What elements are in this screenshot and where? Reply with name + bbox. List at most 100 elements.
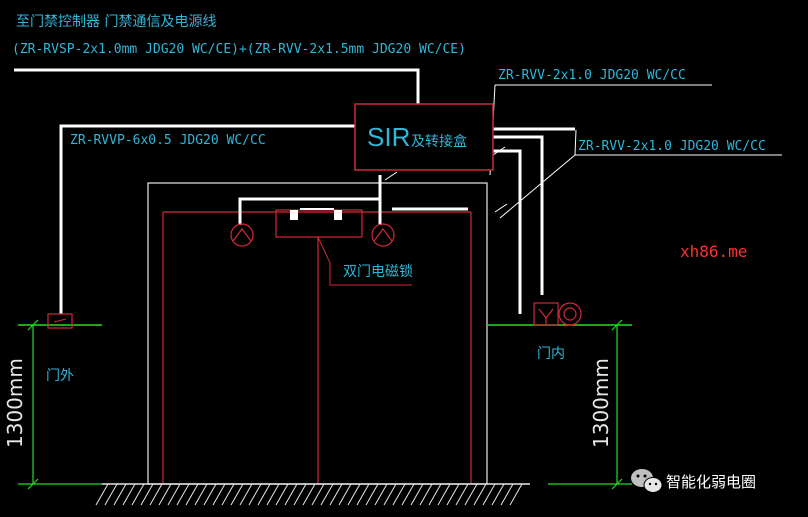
lock-symbol-left-mark: [232, 228, 252, 242]
magnetic-lock: 双门电磁锁: [275, 208, 413, 286]
height-dimension-right: 1300mm: [589, 358, 613, 448]
hatch-line: [131, 483, 145, 506]
dim-left-tick-bottom: [27, 478, 39, 490]
mag-lock-label: 双门电磁锁: [343, 264, 413, 280]
outside-label: 门外: [46, 368, 74, 384]
hatch-line: [365, 483, 379, 506]
cable-label-rvv-right: ZR-RVV-2x1.0 JDG20 WC/CC: [578, 139, 766, 154]
hatch-line: [239, 483, 253, 506]
cable-label-rvv-upper: ZR-RVV-2x1.0 JDG20 WC/CC: [498, 68, 686, 83]
hatch-line: [320, 483, 334, 506]
hatch-line: [212, 483, 226, 506]
slash-mark-3: [384, 171, 398, 181]
cable-label-rvvp: ZR-RVVP-6x0.5 JDG20 WC/CC: [70, 133, 266, 148]
dim-right-tick-top: [611, 319, 623, 331]
hatch-line: [356, 483, 370, 506]
floor-hatch: [95, 483, 523, 506]
outside-reader-body: [47, 313, 73, 329]
hatch-line: [500, 483, 514, 506]
cable-to-outside-reader: [59, 124, 355, 314]
hatch-line: [491, 483, 505, 506]
lock-symbol-left-circle: [230, 223, 254, 247]
slash-mark-1: [494, 203, 508, 213]
outside-reader-mark: [53, 318, 67, 323]
cable-slash-marks: [384, 146, 508, 213]
hatch-line: [347, 483, 361, 506]
mag-lock-contact-left: [290, 210, 298, 220]
hatch-line: [104, 483, 118, 506]
lock-symbol-right: [371, 223, 395, 247]
exit-button-inner: [563, 307, 577, 321]
hatch-line: [482, 483, 496, 506]
hatch-line: [455, 483, 469, 506]
chat-bubbles-icon: [631, 469, 663, 493]
hatch-line: [185, 483, 199, 506]
title-line-1: 至门禁控制器 门禁通信及电源线: [16, 14, 216, 30]
hatch-line: [311, 483, 325, 506]
floor: [95, 483, 530, 506]
cable-junction-to-exit-button: [493, 135, 544, 295]
slash-mark-2: [492, 146, 506, 156]
hatch-line: [410, 483, 424, 506]
hatch-line: [176, 483, 190, 506]
cable-runs: [14, 68, 575, 314]
hatch-line: [419, 483, 433, 506]
mag-lock-contact-right: [334, 210, 342, 220]
hatch-line: [194, 483, 208, 506]
dimension-left: [18, 319, 102, 490]
outside-card-reader: [47, 313, 73, 329]
hatch-line: [230, 483, 244, 506]
hatch-line: [473, 483, 487, 506]
hatch-line: [329, 483, 343, 506]
hatch-line: [338, 483, 352, 506]
hatch-line: [428, 483, 442, 506]
hatch-line: [464, 483, 478, 506]
label-leaders: [489, 84, 782, 219]
exit-button: [558, 302, 582, 326]
hatch-line: [221, 483, 235, 506]
hatch-line: [284, 483, 298, 506]
hatch-line: [122, 483, 136, 506]
hatch-line: [95, 483, 109, 506]
inside-label: 门内: [537, 346, 565, 362]
hatch-line: [401, 483, 415, 506]
leader-rvv-right-stem: [574, 129, 577, 156]
dimension-right: [548, 319, 632, 490]
junction-box-outline: [354, 103, 494, 171]
title-line-2: (ZR-RVSP-2x1.0mm JDG20 WC/CE)+(ZR-RVV-2x…: [12, 42, 466, 57]
mag-lock-body: [275, 209, 363, 238]
dim-left-tick-top: [27, 319, 39, 331]
lock-symbol-right-circle: [371, 223, 395, 247]
sir-junction-box: SIR 及转接盒: [354, 103, 494, 171]
height-dimension-left: 1300mm: [3, 358, 27, 448]
door-frame: [147, 182, 488, 485]
exit-button-outer: [558, 302, 582, 326]
hatch-line: [140, 483, 154, 506]
hatch-line: [248, 483, 262, 506]
hatch-line: [374, 483, 388, 506]
hatch-line: [446, 483, 460, 506]
brand-text: 智能化弱电圈: [666, 473, 756, 491]
hatch-line: [113, 483, 127, 506]
lock-symbol-right-mark: [373, 228, 393, 242]
hatch-line: [302, 483, 316, 506]
lock-symbol-left: [230, 223, 254, 247]
hatch-line: [257, 483, 271, 506]
hatch-line: [266, 483, 280, 506]
watermark-text: xh86.me: [680, 242, 747, 261]
brand-badge: 智能化弱电圈: [631, 469, 756, 493]
cable-from-controller: [14, 68, 420, 104]
leader-rvv-right-diag: [499, 154, 576, 219]
inside-card-reader: [533, 302, 559, 326]
hatch-line: [293, 483, 307, 506]
hatch-line: [203, 483, 217, 506]
inside-reader-body: [533, 302, 559, 326]
hatch-line: [509, 483, 523, 506]
mag-lock-leader: [317, 236, 412, 286]
hatch-line: [392, 483, 406, 506]
hatch-line: [167, 483, 181, 506]
hatch-line: [437, 483, 451, 506]
hatch-line: [383, 483, 397, 506]
